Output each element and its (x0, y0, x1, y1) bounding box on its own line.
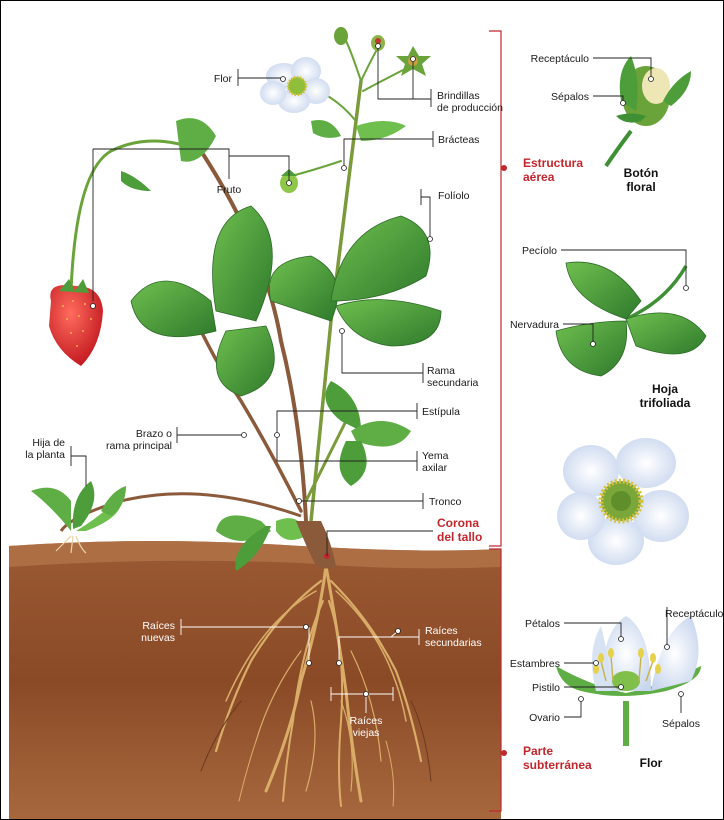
leaf-title-2: trifoliada (640, 396, 691, 410)
bud-sepalos-label: Sépalos (551, 91, 589, 103)
label-brindillas-1: Brindillas (437, 90, 480, 102)
flower-sepalos-label: Sépalos (662, 718, 700, 730)
label-yema-1: Yema (422, 450, 449, 462)
leaf-nervadura-label: Nervadura (510, 319, 559, 331)
group-subterranea-1: Parte (523, 744, 553, 758)
label-rama-secundaria-1: Rama (427, 365, 455, 377)
soil (9, 541, 501, 820)
label-foliolo: Folíolo (438, 190, 470, 202)
buds (334, 27, 431, 76)
label-tronco: Tronco (429, 496, 461, 508)
label-raices-viejas-1: Raíces (350, 715, 383, 727)
group-subterranea-2: subterránea (523, 758, 592, 772)
flower-estambres-label: Estambres (510, 658, 560, 670)
label-fruto: Fruto (217, 184, 242, 196)
label-hija-1: Hija de (32, 437, 65, 449)
label-corona-2: del tallo (437, 530, 482, 544)
flower-petalos-label: Pétalos (525, 618, 560, 630)
flower (260, 57, 330, 113)
label-raices-viejas-2: viejas (353, 727, 380, 739)
label-bracteas: Brácteas (438, 134, 479, 146)
side-trifoliate-leaf: Pecíolo Nervadura Hoja trifoliada (510, 245, 706, 410)
bud-receptaculo-label: Receptáculo (531, 53, 590, 65)
label-corona-1: Corona (437, 516, 479, 530)
label-brindillas-2: de producción (437, 102, 503, 114)
label-raices-secundarias-2: secundarias (425, 637, 482, 649)
flower-receptaculo-label: Receptáculo (665, 608, 724, 620)
flower-title: Flor (640, 756, 663, 770)
label-raices-nuevas-2: nuevas (141, 632, 175, 644)
label-estipula: Estípula (422, 406, 460, 418)
label-brazo-1: Brazo o (136, 428, 172, 440)
side-flower-bud: Receptáculo Sépalos Botón floral (531, 53, 691, 194)
side-open-flower (557, 438, 689, 565)
label-flor: Flor (214, 73, 233, 85)
flower-ovario-label: Ovario (529, 712, 560, 724)
group-aerea-2: aérea (523, 170, 555, 184)
bud-title-1: Botón (624, 166, 659, 180)
label-raices-nuevas-1: Raíces (142, 620, 175, 632)
label-rama-secundaria-2: secundaria (427, 377, 479, 389)
leaf-title-1: Hoja (652, 382, 678, 396)
label-raices-secundarias-1: Raíces (425, 625, 458, 637)
leaf-peciolo-label: Pecíolo (522, 245, 557, 257)
bud-title-2: floral (626, 180, 655, 194)
group-aerea-1: Estructura (523, 156, 583, 170)
label-brazo-2: rama principal (106, 440, 172, 452)
flower-pistilo-label: Pistilo (532, 682, 560, 694)
label-hija-2: la planta (25, 449, 65, 461)
label-yema-2: axilar (422, 462, 448, 474)
